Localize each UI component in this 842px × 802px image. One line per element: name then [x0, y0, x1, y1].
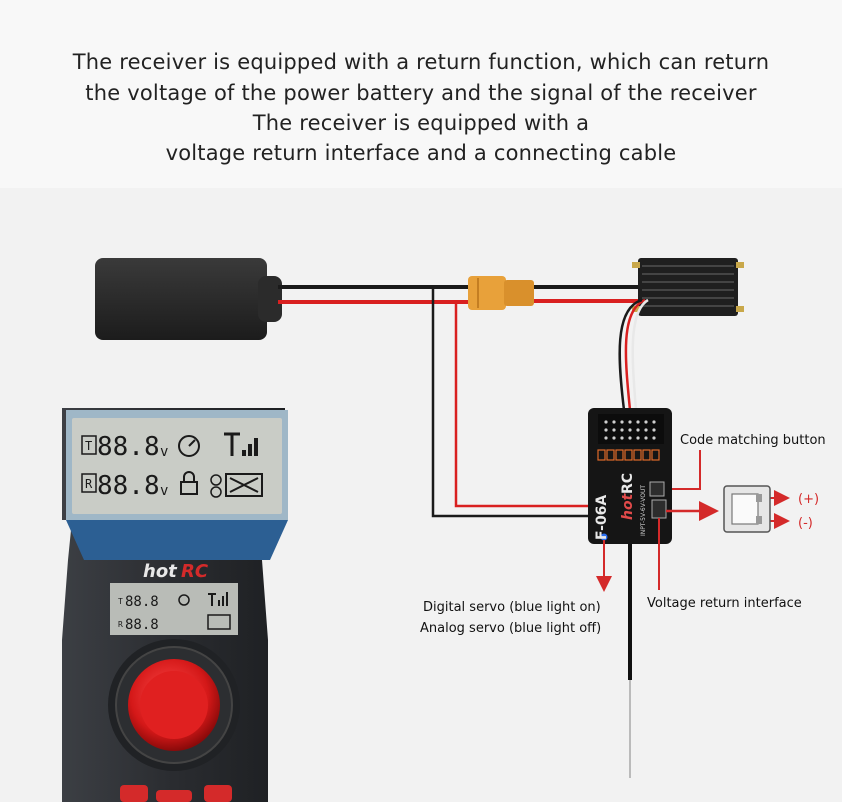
- gauge-icon: [178, 435, 200, 457]
- small-lcd-row1-icon: T: [118, 597, 123, 606]
- small-lcd-row2-value: 88.8: [125, 617, 159, 633]
- lcd-row1-battery-icon: T: [85, 439, 92, 453]
- minus-label: (-): [798, 516, 813, 531]
- lcd-row2-value: 88.8: [97, 471, 160, 501]
- lcd-row2-battery-icon: R: [85, 477, 93, 491]
- receiver-port-label: INPT-5V-6V-VOUT: [640, 485, 647, 536]
- receiver-brand-suffix: RC: [620, 473, 636, 494]
- caption-line-3: The receiver is equipped with a: [252, 111, 590, 135]
- small-lcd-row2-icon: R: [118, 620, 123, 629]
- center-button[interactable]: [156, 790, 192, 802]
- voltage-return-cable: [431, 287, 590, 518]
- voltage-return-interface-label: Voltage return interface: [647, 596, 802, 611]
- analog-servo-label: Analog servo (blue light off): [420, 621, 601, 636]
- signal-strength-icon: [224, 432, 258, 456]
- battery-pack: [95, 258, 282, 340]
- small-lcd-row1-value: 88.8: [125, 594, 159, 610]
- code-matching-button-label: Code matching button: [680, 433, 826, 448]
- caption-line-4: voltage return interface and a connectin…: [165, 141, 677, 165]
- receiver-model: F-06A: [594, 495, 610, 540]
- right-button[interactable]: [204, 785, 232, 802]
- header-caption: The receiver is equipped with a return f…: [0, 0, 842, 188]
- caption-line-1: The receiver is equipped with a return f…: [72, 50, 770, 74]
- receiver-brand-prefix: hot: [620, 492, 636, 520]
- caption-line-2: the voltage of the power battery and the…: [85, 81, 757, 105]
- receiver-unit: F-06A hot RC INPT-5V-6V-VOUT: [588, 408, 672, 544]
- transmitter-brand-prefix: hot: [143, 561, 178, 582]
- lcd-row1-unit: v: [160, 444, 168, 460]
- lcd-row1-value: 88.8: [97, 432, 160, 462]
- steering-wheel[interactable]: [108, 639, 240, 771]
- lock-icon: [180, 471, 198, 495]
- transmitter-brand-suffix: RC: [181, 561, 209, 582]
- esc-wires: [534, 285, 640, 303]
- battery-wires: [278, 285, 470, 304]
- plus-label: (+): [798, 492, 819, 507]
- annotation-arrows: [596, 450, 790, 592]
- left-button[interactable]: [120, 785, 148, 802]
- digital-servo-label: Digital servo (blue light on): [423, 600, 601, 615]
- lcd-row2-unit: v: [160, 483, 168, 499]
- esc-signal-lead: [618, 298, 649, 411]
- two-pin-connector: [723, 485, 771, 533]
- xt-connector: [468, 276, 534, 310]
- channel-mix-icon: [210, 473, 263, 498]
- transmitter: T 88.8 v R 88.8 v hot RC: [62, 408, 288, 802]
- esc-module: [632, 258, 744, 316]
